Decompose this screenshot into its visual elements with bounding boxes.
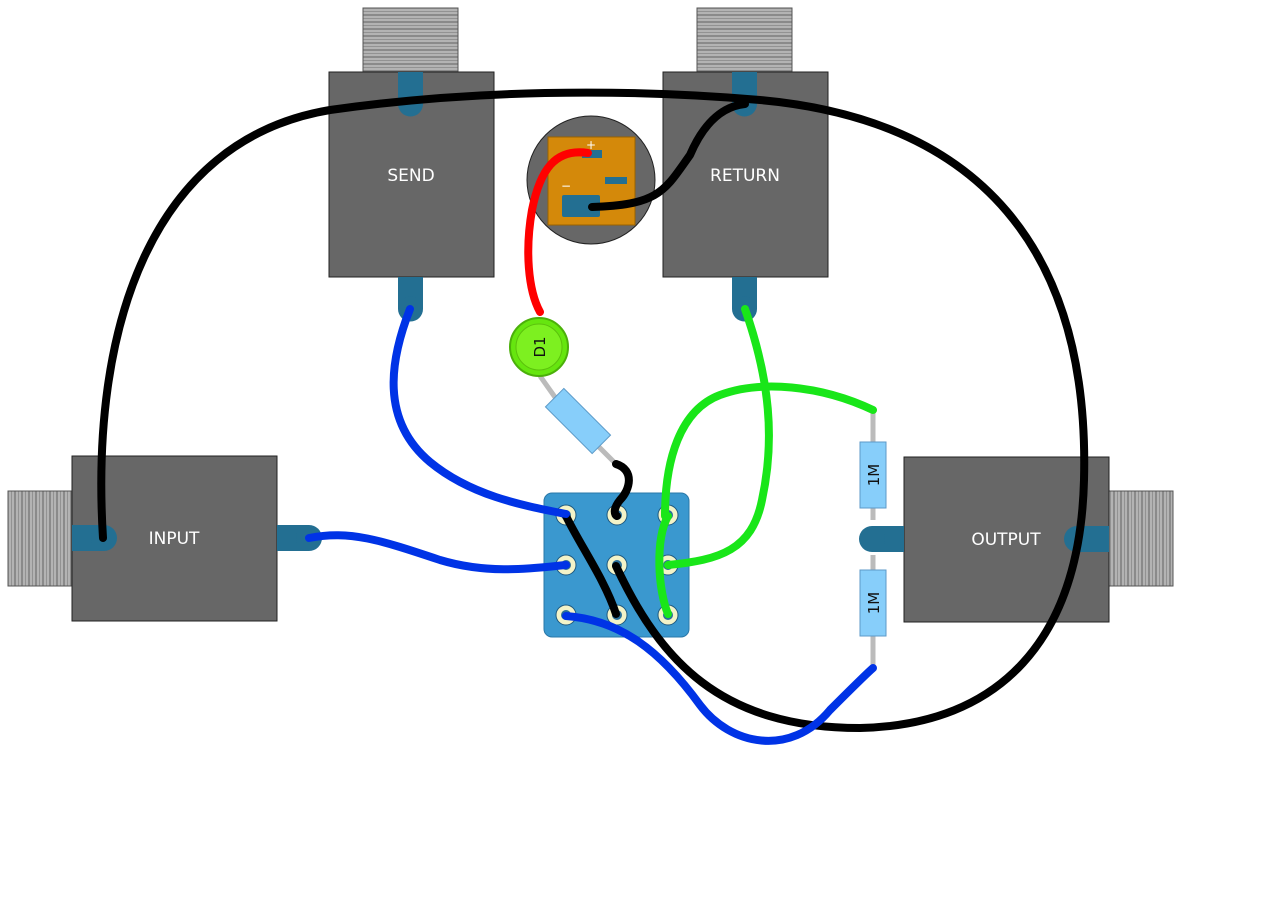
- resistor-1m-bottom: 1M: [859, 555, 887, 668]
- wire-black-switch-jumper: [562, 512, 620, 618]
- input-jack: INPUT: [7, 455, 322, 622]
- wire-black-dc-return: [588, 100, 749, 211]
- led-resistor-lead-top: [537, 374, 560, 402]
- dc-jack-minus-symbol: −: [561, 179, 571, 193]
- led-resistor-body: [544, 387, 612, 455]
- send-jack: SEND: [328, 7, 495, 322]
- resistor-1m-bottom-body: [859, 569, 887, 637]
- resistor-1m-top-body: [859, 441, 887, 509]
- led-resistor-lead-bottom: [596, 444, 618, 466]
- return-jack-label: RETURN: [710, 166, 780, 186]
- output-jack-sleeve: [1108, 490, 1174, 587]
- wire-green-switch-jumper: [655, 512, 672, 618]
- input-jack-sleeve: [7, 490, 73, 587]
- wire-red-power-led: [524, 148, 592, 316]
- led-d1: D1: [509, 317, 569, 377]
- dc-power-jack: + −: [526, 115, 656, 245]
- resistor-1m-bottom-label: 1M: [865, 592, 883, 615]
- output-jack-left-lug-hole: [859, 526, 885, 552]
- send-jack-sleeve: [362, 7, 459, 73]
- wire-green-resistor: [661, 382, 877, 520]
- wire-black-ground-loop: [97, 88, 1089, 732]
- send-jack-label: SEND: [387, 166, 434, 186]
- dc-jack-switch-lug: [605, 177, 627, 184]
- led-d1-label: D1: [531, 336, 549, 357]
- return-jack-sleeve: [696, 7, 793, 73]
- wire-blue-input: [305, 531, 570, 574]
- wires: [97, 88, 1089, 745]
- dc-jack-positive-lug: [582, 150, 602, 158]
- resistor-1m-top: 1M: [859, 410, 887, 520]
- wire-black-resistor-switch: [610, 460, 633, 520]
- wire-blue-send: [389, 305, 570, 518]
- output-jack-label: OUTPUT: [971, 530, 1041, 550]
- input-jack-label: INPUT: [149, 529, 200, 549]
- wire-blue-output: [562, 612, 877, 745]
- dc-jack-negative-lug: [562, 195, 600, 217]
- wire-green-return: [664, 305, 773, 569]
- led-resistor: [537, 374, 618, 466]
- output-jack: OUTPUT: [859, 456, 1174, 623]
- dc-jack-plus-symbol: +: [586, 138, 596, 152]
- led-d1-lens: [515, 323, 563, 371]
- resistor-1m-top-label: 1M: [865, 464, 883, 487]
